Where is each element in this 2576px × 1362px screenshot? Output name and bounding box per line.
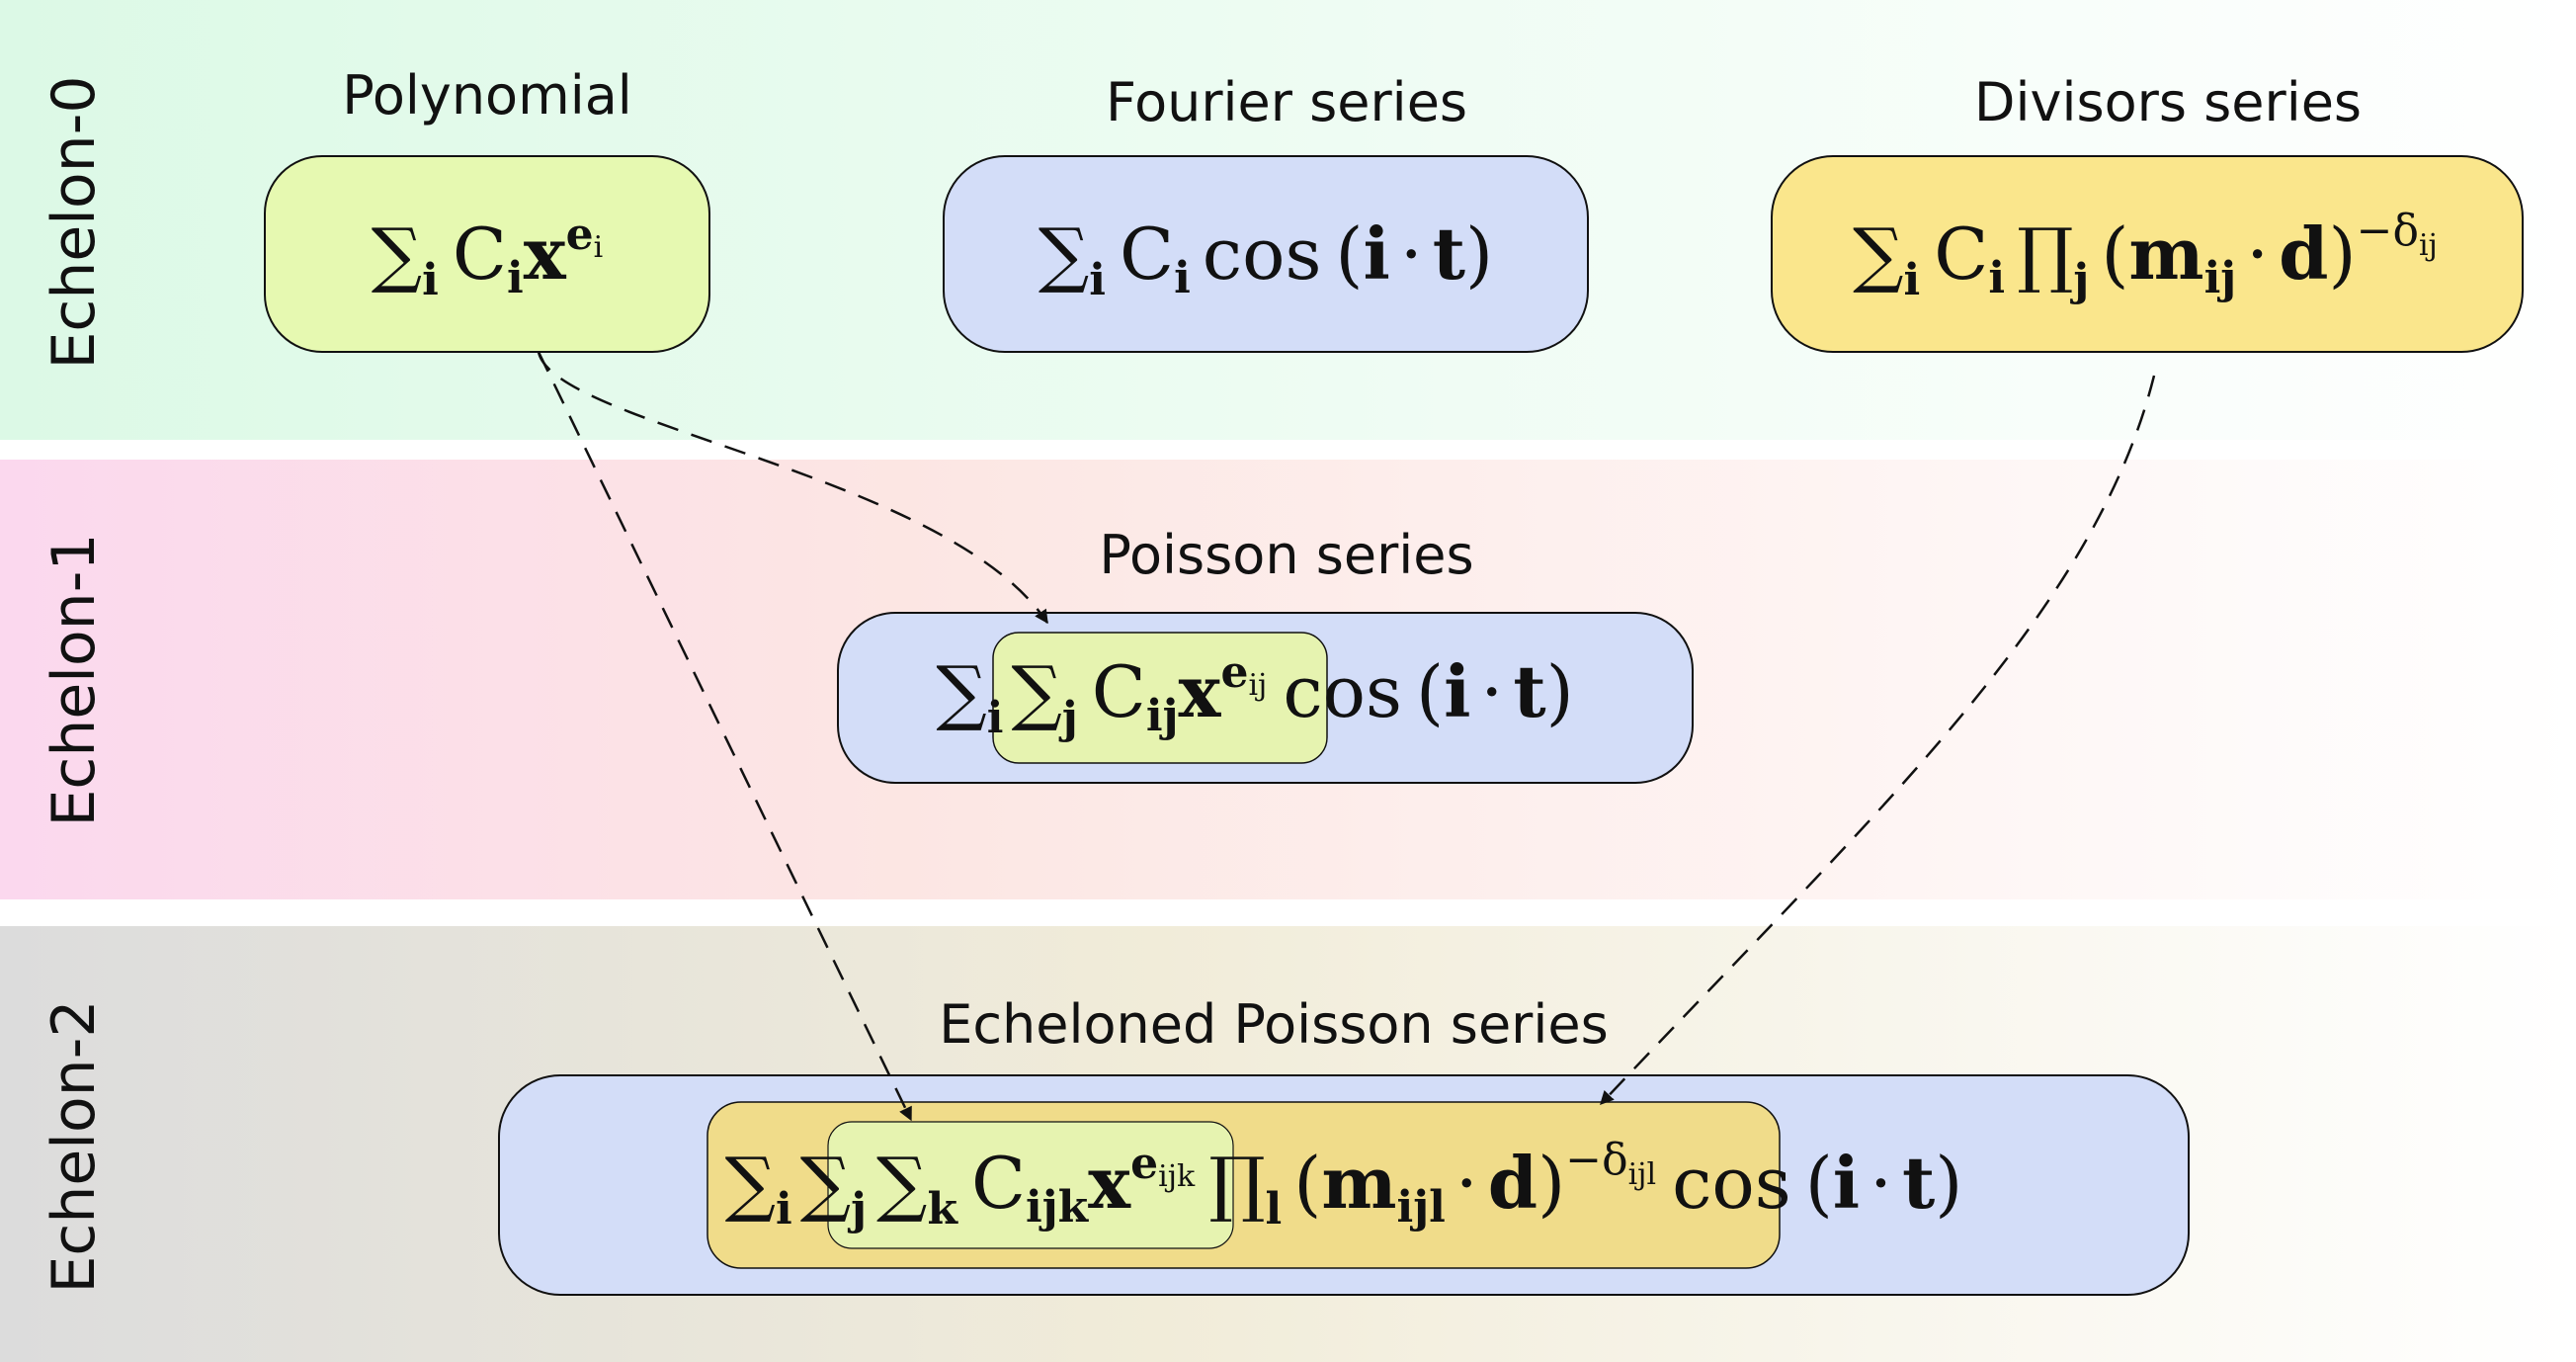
polynomial-box bbox=[264, 155, 710, 353]
echeloned-inner-box bbox=[827, 1121, 1234, 1249]
divisors-box bbox=[1771, 155, 2524, 353]
echeloned-title: Echeloned Poisson series bbox=[939, 993, 1608, 1056]
arrow-divisors-to-echeloned bbox=[1600, 375, 2156, 1106]
band-label-echelon-1: Echelon-1 bbox=[40, 533, 109, 826]
divisors-title: Divisors series bbox=[1974, 71, 2362, 133]
band-label-echelon-0: Echelon-0 bbox=[40, 75, 109, 369]
arrow-polynomial-to-poisson bbox=[537, 351, 1049, 625]
poisson-title: Poisson series bbox=[1099, 524, 1473, 586]
sum-symbol: ∑ bbox=[372, 213, 422, 296]
polynomial-title: Polynomial bbox=[342, 64, 632, 127]
band-label-echelon-2: Echelon-2 bbox=[40, 999, 109, 1293]
fourier-title: Fourier series bbox=[1106, 71, 1467, 133]
poisson-inner-box bbox=[992, 632, 1328, 764]
fourier-box bbox=[943, 155, 1589, 353]
